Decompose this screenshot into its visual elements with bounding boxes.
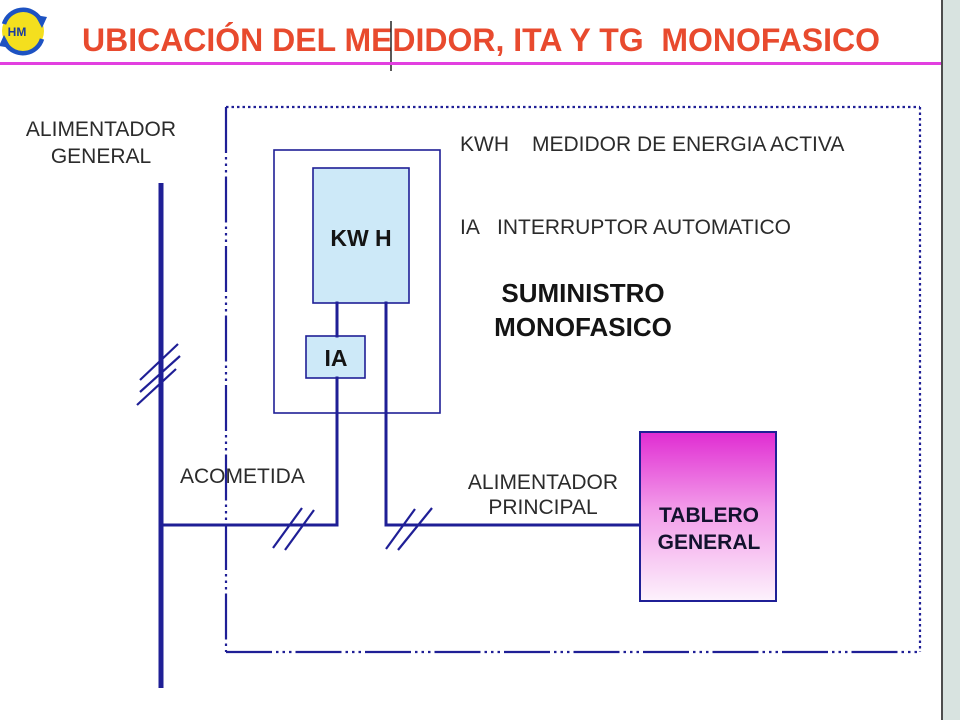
supply-boundary	[224, 105, 922, 654]
breaker-label: IA	[325, 345, 348, 371]
energy-meter-box	[312, 167, 410, 304]
supply-type-label-line-2: MONOFASICO	[494, 312, 672, 342]
general-feeder-label-line-1: ALIMENTADOR	[26, 118, 176, 141]
general-feeder-conductor-marks	[136, 343, 181, 406]
service-drop-conductor-marks	[272, 507, 315, 551]
legend-desc-ia: INTERRUPTOR AUTOMATICO	[497, 216, 791, 239]
company-logo: HM	[0, 7, 47, 56]
supply-type-label-line-1: SUMINISTRO	[501, 278, 664, 308]
main-feeder-label-line-2: PRINCIPAL	[488, 496, 597, 519]
general-panel-box	[639, 431, 777, 602]
circular-arrows-icon	[0, 7, 47, 56]
logo-disc	[2, 10, 44, 52]
logo-text: HM	[8, 25, 27, 39]
main-feeder-conductor-marks	[385, 507, 433, 551]
legend-abbr-ia: IA	[460, 216, 480, 239]
side-strip	[943, 0, 960, 720]
service-drop-label: ACOMETIDA	[180, 465, 305, 488]
general-feeder-label-line-2: GENERAL	[51, 145, 151, 168]
slide-title: UBICACIÓN DEL MEDIDOR, ITA Y TG MONOFASI…	[82, 22, 880, 58]
energy-meter-label: KW H	[330, 225, 391, 251]
legend-abbr-kwh: KWH	[460, 133, 509, 156]
panel-label-line-2: GENERAL	[658, 531, 761, 554]
service-drop-wire	[161, 376, 339, 527]
breaker-box	[305, 335, 366, 379]
legend-desc-kwh: MEDIDOR DE ENERGIA ACTIVA	[532, 133, 844, 156]
main-feeder-label-line-1: ALIMENTADOR	[468, 471, 618, 494]
main-feeder-wire	[384, 301, 642, 527]
meter-enclosure	[273, 149, 441, 414]
panel-label-line-1: TABLERO	[659, 504, 759, 527]
